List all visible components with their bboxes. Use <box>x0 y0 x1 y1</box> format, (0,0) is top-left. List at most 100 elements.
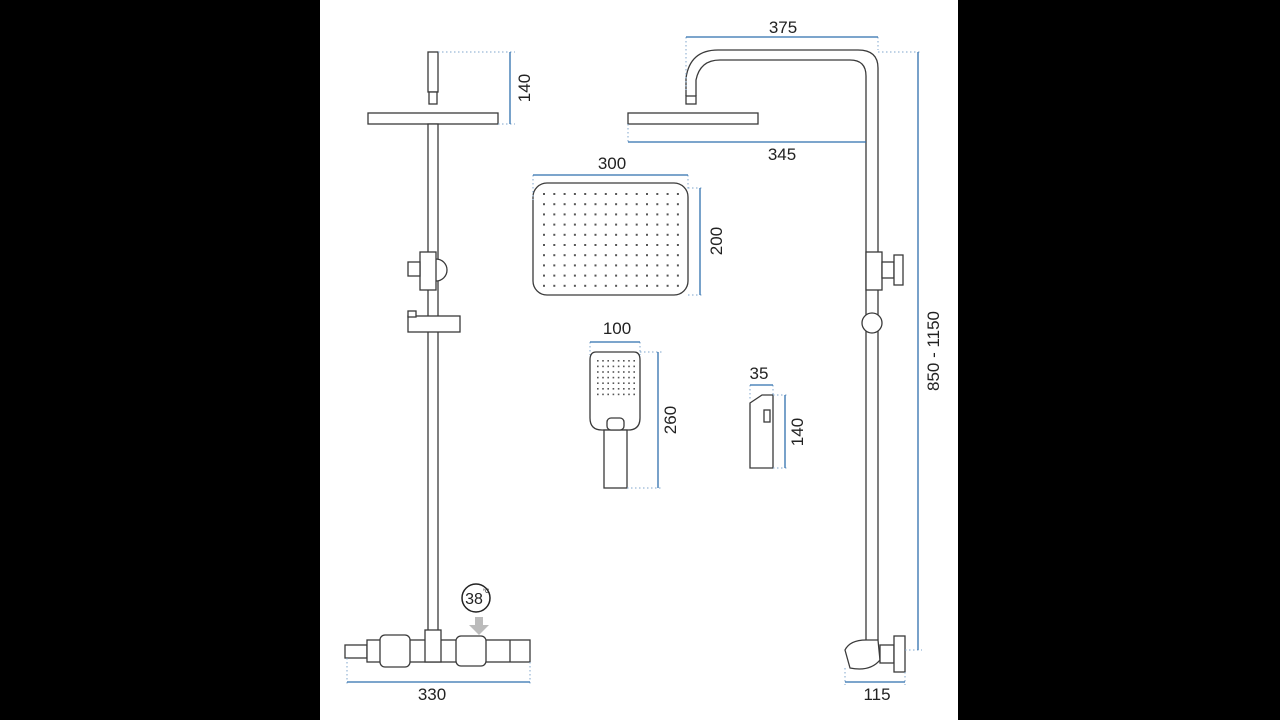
nozzle-dot <box>615 244 618 246</box>
nozzle-dot <box>633 382 635 384</box>
side-diverter-stem <box>881 261 895 279</box>
nozzle-dot <box>625 193 628 195</box>
dimension-lines <box>346 36 922 685</box>
nozzle-dot <box>563 264 566 267</box>
nozzle-dot <box>646 213 648 216</box>
nozzle-dot <box>602 371 604 373</box>
nozzle-dot <box>625 203 628 206</box>
nozzle-dot <box>617 388 620 390</box>
front-view: 38 °C <box>344 51 531 668</box>
nozzle-dot <box>646 223 648 226</box>
nozzle-dot <box>607 376 609 379</box>
nozzle-dot <box>553 264 556 267</box>
nozzle-dot <box>597 393 599 396</box>
nozzle-dot <box>656 254 659 257</box>
nozzle-dot <box>656 213 659 216</box>
nozzle-dot <box>543 274 545 277</box>
nozzle-dot <box>602 393 604 396</box>
nozzle-dot <box>676 193 679 195</box>
nozzle-dot <box>623 365 625 368</box>
nozzle-dot <box>646 264 648 267</box>
nozzle-dot <box>563 213 566 216</box>
nozzle-dot <box>594 264 597 267</box>
nozzle-dot <box>594 213 597 216</box>
nozzle-dot <box>553 223 556 226</box>
nozzle-dot <box>594 223 597 226</box>
dim-hand-length: 260 <box>661 406 680 434</box>
nozzle-dot <box>676 254 679 257</box>
nozzle-dot <box>656 203 659 206</box>
hand-shower <box>589 351 641 489</box>
nozzle-dot <box>633 371 635 373</box>
nozzle-dot <box>676 213 679 216</box>
nozzle-dot <box>623 388 625 390</box>
nozzle-dot <box>646 244 648 246</box>
nozzle-dot <box>617 393 620 396</box>
side-view <box>627 49 906 673</box>
dim-total-height: 850 - 1150 <box>924 311 943 391</box>
nozzle-dot <box>646 193 648 195</box>
nozzle-dot <box>584 254 587 257</box>
nozzle-dot <box>584 264 587 267</box>
nozzle-dot <box>612 376 615 379</box>
nozzle-dot <box>666 213 669 216</box>
nozzle-dot <box>584 223 587 226</box>
side-diverter <box>865 251 883 291</box>
nozzle-dot <box>646 203 648 206</box>
nozzle-dot <box>625 274 628 277</box>
nozzle-dot <box>633 376 635 379</box>
nozzle-dot <box>635 284 638 287</box>
spout-side <box>844 639 881 670</box>
nozzle-dot <box>676 284 679 287</box>
dim-mixer-width: 330 <box>418 685 446 704</box>
nozzle-dot <box>625 223 628 226</box>
nozzle-dot <box>612 360 615 362</box>
nozzle-dot <box>594 203 597 206</box>
nozzle-dot <box>584 284 587 287</box>
nozzle-dot <box>584 203 587 206</box>
nozzle-dot <box>615 203 618 206</box>
nozzle-dot <box>602 365 604 368</box>
nozzle-dot <box>623 360 625 362</box>
rain-head-front <box>367 112 499 125</box>
side-diverter-handle <box>893 254 904 286</box>
nozzle-dot <box>597 365 599 368</box>
temperature-value: 38 <box>465 591 483 608</box>
nozzle-dot <box>646 254 648 257</box>
nozzle-dot <box>543 244 545 246</box>
nozzle-dot <box>635 193 638 195</box>
nozzle-dot <box>607 365 609 368</box>
nozzle-dot <box>617 365 620 368</box>
dim-rain-width: 300 <box>598 154 626 173</box>
nozzle-dot <box>543 193 545 195</box>
nozzle-dot <box>573 213 576 216</box>
nozzle-dot <box>604 254 607 257</box>
nozzle-dot <box>666 264 669 267</box>
nozzle-dot <box>594 254 597 257</box>
shower-arm-inner <box>685 49 879 640</box>
dim-head-offset: 345 <box>768 145 796 164</box>
nozzle-dot <box>563 233 566 236</box>
slider-bracket <box>407 315 461 333</box>
nozzle-dot <box>573 223 576 226</box>
nozzle-dot <box>602 382 604 384</box>
nozzle-dot <box>543 233 545 236</box>
nozzle-dot <box>594 244 597 246</box>
nozzle-dot <box>584 213 587 216</box>
nozzle-dot <box>604 264 607 267</box>
nozzle-dot <box>633 393 635 396</box>
nozzle-dot <box>594 193 597 195</box>
dim-holder-width: 35 <box>750 364 769 383</box>
dim-holder-height: 140 <box>788 418 807 446</box>
nozzle-dot <box>553 233 556 236</box>
nozzle-dot <box>615 264 618 267</box>
nozzle-dot <box>635 233 638 236</box>
nozzle-dot <box>553 193 556 195</box>
nozzle-dot <box>597 376 599 379</box>
nozzle-dot <box>563 274 566 277</box>
nozzle-dot <box>597 360 599 362</box>
nozzle-dot <box>666 244 669 246</box>
nozzle-dot <box>607 371 609 373</box>
nozzle-dot <box>666 193 669 195</box>
nozzle-dot <box>656 233 659 236</box>
